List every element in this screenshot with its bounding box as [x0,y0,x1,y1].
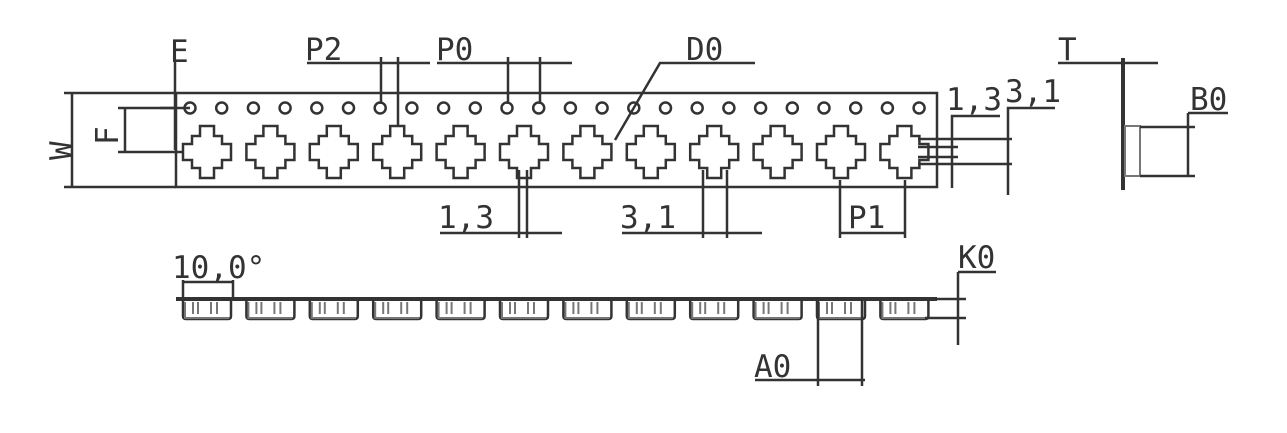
label-pocket-width-bottom: 3,1 [620,200,676,236]
side-pocket [625,301,677,321]
side-pocket [815,301,867,321]
label-f: F [90,126,126,145]
pocket-cutout [625,124,677,180]
dim-p0: P0 [436,32,572,104]
pocket-cutout [688,124,740,180]
dim-angle: 10,0° [172,250,265,298]
dim-f: F [90,106,184,154]
sprocket-hole [278,101,292,115]
dim-d0: D0 [613,32,755,141]
sprocket-hole [658,101,673,115]
side-pocket [562,301,613,321]
dim-a0: A0 [754,300,865,386]
tape-side-view [176,297,937,321]
label-p1: P1 [848,200,885,236]
sprocket-hole [531,101,546,115]
dim-slot-width-bottom: 1,3 [438,170,562,238]
label-angle: 10,0° [172,250,265,286]
sprocket-hole [373,101,387,115]
label-k0: K0 [958,240,995,276]
dim-w: W [44,91,176,189]
label-b0: B0 [1190,82,1227,118]
sprocket-holes [183,101,926,115]
sprocket-hole [848,101,863,115]
side-pocket [498,301,550,321]
side-pocket [435,301,486,321]
sprocket-hole [436,101,451,115]
label-slot-width-right: 1,3 [946,82,1002,118]
sprocket-hole [563,101,578,115]
sprocket-hole [690,101,704,115]
dim-k0: K0 [925,240,996,345]
sprocket-hole [817,101,831,115]
label-e: E [170,34,189,70]
sprocket-hole [880,101,895,115]
sprocket-hole [595,101,609,115]
pocket-cutout [879,124,930,180]
side-pocket [181,301,233,321]
sprocket-hole [753,101,768,115]
pocket-cutout [181,124,233,180]
end-view: T B0 [1058,32,1228,190]
sprocket-hole [500,101,514,115]
pocket-cutout [815,124,867,180]
side-pocket [879,301,930,321]
dim-p2: P2 [305,32,430,126]
label-t: T [1058,32,1077,68]
side-pocket [752,301,803,321]
tape-top-view [174,91,939,189]
sprocket-hole [468,101,483,115]
pocket-cutout [371,124,423,180]
pocket-cutouts [181,124,930,180]
sprocket-hole [785,101,800,115]
dim-pocket-width-bottom: 3,1 [620,170,762,238]
label-w: W [44,141,80,160]
pocket-cutout [435,124,486,180]
pocket-cutout [562,124,613,180]
sprocket-hole [912,101,926,115]
side-pocket [371,301,423,321]
side-pocket [688,301,740,321]
pocket-cutout [498,124,550,180]
side-pocket [245,301,296,321]
label-pocket-width-right: 3,1 [1005,74,1061,110]
sprocket-hole [246,101,261,115]
sprocket-hole [722,101,736,115]
side-pockets [181,301,930,321]
sprocket-hole [214,101,229,115]
pocket-cutout [308,124,360,180]
sprocket-hole [310,101,324,115]
dim-right: 1,3 3,1 [918,74,1061,195]
sprocket-hole [341,101,356,115]
sprocket-hole [627,101,641,115]
pocket-cutout [752,124,803,180]
pocket-cutout [245,124,296,180]
sprocket-hole [405,101,419,115]
label-slot-width-bottom: 1,3 [438,200,494,236]
side-pocket [308,301,360,321]
dim-p1: P1 [838,180,907,238]
